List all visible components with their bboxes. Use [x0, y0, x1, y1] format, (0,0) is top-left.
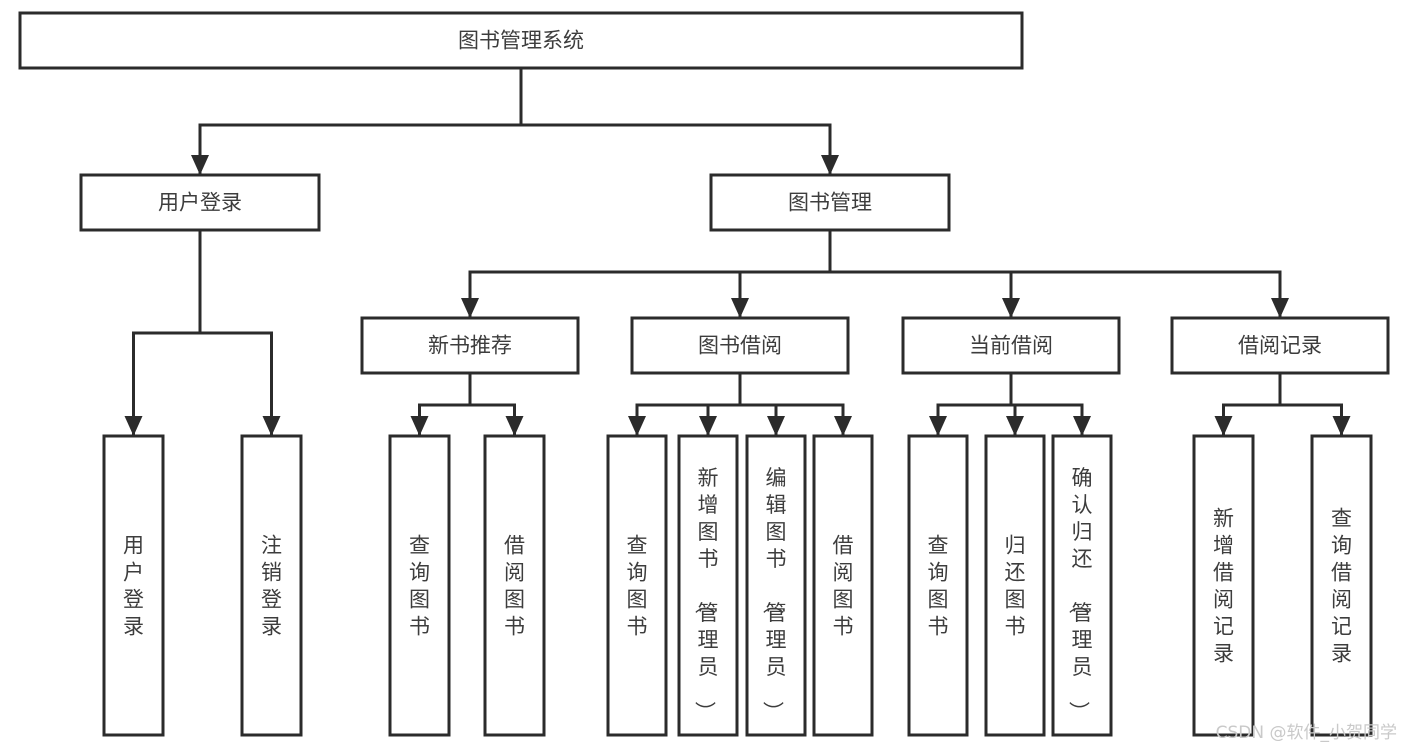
arrow-head-icon-book-borrow — [731, 298, 749, 318]
node-label-borrow-records: 借阅记录 — [1238, 334, 1322, 358]
node-label-bb-query-book: 查询图书 — [627, 534, 648, 639]
node-label-br-query-record: 查询借阅记录 — [1331, 507, 1352, 666]
node-label-cb-return-book: 归还图书 — [1005, 534, 1026, 639]
node-label-user-logout: 注销登录 — [261, 534, 282, 639]
node-label-book-management: 图书管理 — [788, 191, 872, 215]
arrow-head-icon-bb-edit-book — [767, 416, 785, 436]
node-box-cb-confirm-return — [1051, 434, 1113, 737]
node-label-root: 图书管理系统 — [458, 29, 584, 53]
node-label-bb-edit-book: 编辑图书（管理员） — [761, 466, 787, 722]
node-label-nbr-query-book: 查询图书 — [409, 534, 430, 639]
node-label-br-add-record: 新增借阅记录 — [1213, 507, 1234, 666]
node-box-user-login — [79, 173, 321, 232]
node-label-bb-borrow-book: 借阅图书 — [833, 534, 854, 639]
arrow-head-icon-cb-query-book — [929, 416, 947, 436]
node-label-book-borrow: 图书借阅 — [698, 334, 782, 358]
arrow-head-icon-borrow-records — [1271, 298, 1289, 318]
arrow-head-icon-user-login — [191, 155, 209, 175]
node-book-management[interactable]: 图书管理 — [709, 173, 951, 232]
node-label-user-login-do: 用户登录 — [123, 534, 144, 639]
arrow-head-icon-book-management — [821, 155, 839, 175]
node-root[interactable]: 图书管理系统 — [18, 11, 1024, 70]
node-cb-query-book[interactable]: 查询图书 — [907, 434, 969, 737]
arrow-head-icon-br-query-record — [1332, 416, 1351, 436]
node-box-cb-return-book — [984, 434, 1046, 737]
node-bb-borrow-book[interactable]: 借阅图书 — [812, 434, 874, 737]
node-user-login-do[interactable]: 用户登录 — [102, 434, 165, 737]
node-box-bb-edit-book — [745, 434, 807, 737]
node-box-nbr-borrow-book — [483, 434, 546, 737]
node-label-cb-query-book: 查询图书 — [928, 534, 949, 639]
node-box-user-logout — [240, 434, 303, 737]
arrow-head-icon-current-borrow — [1002, 298, 1020, 318]
node-bb-query-book[interactable]: 查询图书 — [606, 434, 668, 737]
node-br-add-record[interactable]: 新增借阅记录 — [1192, 434, 1255, 737]
arrow-head-icon-user-login-do — [124, 416, 143, 436]
arrow-head-icon-user-logout — [262, 416, 281, 436]
node-current-borrow[interactable]: 当前借阅 — [901, 316, 1121, 375]
node-box-user-login-do — [102, 434, 165, 737]
node-label-user-login: 用户登录 — [158, 191, 242, 215]
node-box-current-borrow — [901, 316, 1121, 375]
csdn-watermark: CSDN @软件_小贺同学 — [1215, 723, 1397, 743]
node-box-br-add-record — [1192, 434, 1255, 737]
node-label-bb-add-book: 新增图书（管理员） — [693, 466, 719, 722]
node-borrow-records[interactable]: 借阅记录 — [1170, 316, 1390, 375]
arrow-head-icon-bb-borrow-book — [834, 416, 852, 436]
arrow-head-icon-nbr-query-book — [410, 416, 429, 436]
node-user-login[interactable]: 用户登录 — [79, 173, 321, 232]
arrow-head-icon-nbr-borrow-book — [505, 416, 524, 436]
node-label-cb-confirm-return: 确认归还（管理员） — [1067, 466, 1093, 722]
node-box-book-borrow — [630, 316, 850, 375]
node-box-br-query-record — [1310, 434, 1373, 737]
nodes-layer: 图书管理系统用户登录用户登录注销登录图书管理新书推荐查询图书借阅图书图书借阅查询… — [18, 11, 1390, 737]
node-label-nbr-borrow-book: 借阅图书 — [504, 534, 525, 639]
connectors-layer — [124, 66, 1351, 437]
node-box-cb-query-book — [907, 434, 969, 737]
node-box-bb-borrow-book — [812, 434, 874, 737]
node-user-logout[interactable]: 注销登录 — [240, 434, 303, 737]
arrow-head-icon-cb-confirm-return — [1073, 416, 1091, 436]
node-br-query-record[interactable]: 查询借阅记录 — [1310, 434, 1373, 737]
arrow-head-icon-bb-add-book — [699, 416, 717, 436]
node-bb-add-book[interactable]: 新增图书（管理员） — [677, 434, 739, 737]
node-label-current-borrow: 当前借阅 — [969, 334, 1053, 358]
arrow-head-icon-cb-return-book — [1006, 416, 1024, 436]
node-cb-confirm-return[interactable]: 确认归还（管理员） — [1051, 434, 1113, 737]
node-bb-edit-book[interactable]: 编辑图书（管理员） — [745, 434, 807, 737]
node-box-nbr-query-book — [388, 434, 451, 737]
arrow-head-icon-new-book-recommend — [461, 298, 479, 318]
node-box-bb-add-book — [677, 434, 739, 737]
arrow-head-icon-br-add-record — [1214, 416, 1233, 436]
node-nbr-borrow-book[interactable]: 借阅图书 — [483, 434, 546, 737]
node-box-borrow-records — [1170, 316, 1390, 375]
node-box-book-management — [709, 173, 951, 232]
node-box-bb-query-book — [606, 434, 668, 737]
arrow-head-icon-bb-query-book — [628, 416, 646, 436]
node-new-book-recommend[interactable]: 新书推荐 — [360, 316, 580, 375]
node-cb-return-book[interactable]: 归还图书 — [984, 434, 1046, 737]
node-book-borrow[interactable]: 图书借阅 — [630, 316, 850, 375]
node-label-new-book-recommend: 新书推荐 — [428, 334, 512, 358]
node-box-new-book-recommend — [360, 316, 580, 375]
node-nbr-query-book[interactable]: 查询图书 — [388, 434, 451, 737]
node-box-root — [18, 11, 1024, 70]
